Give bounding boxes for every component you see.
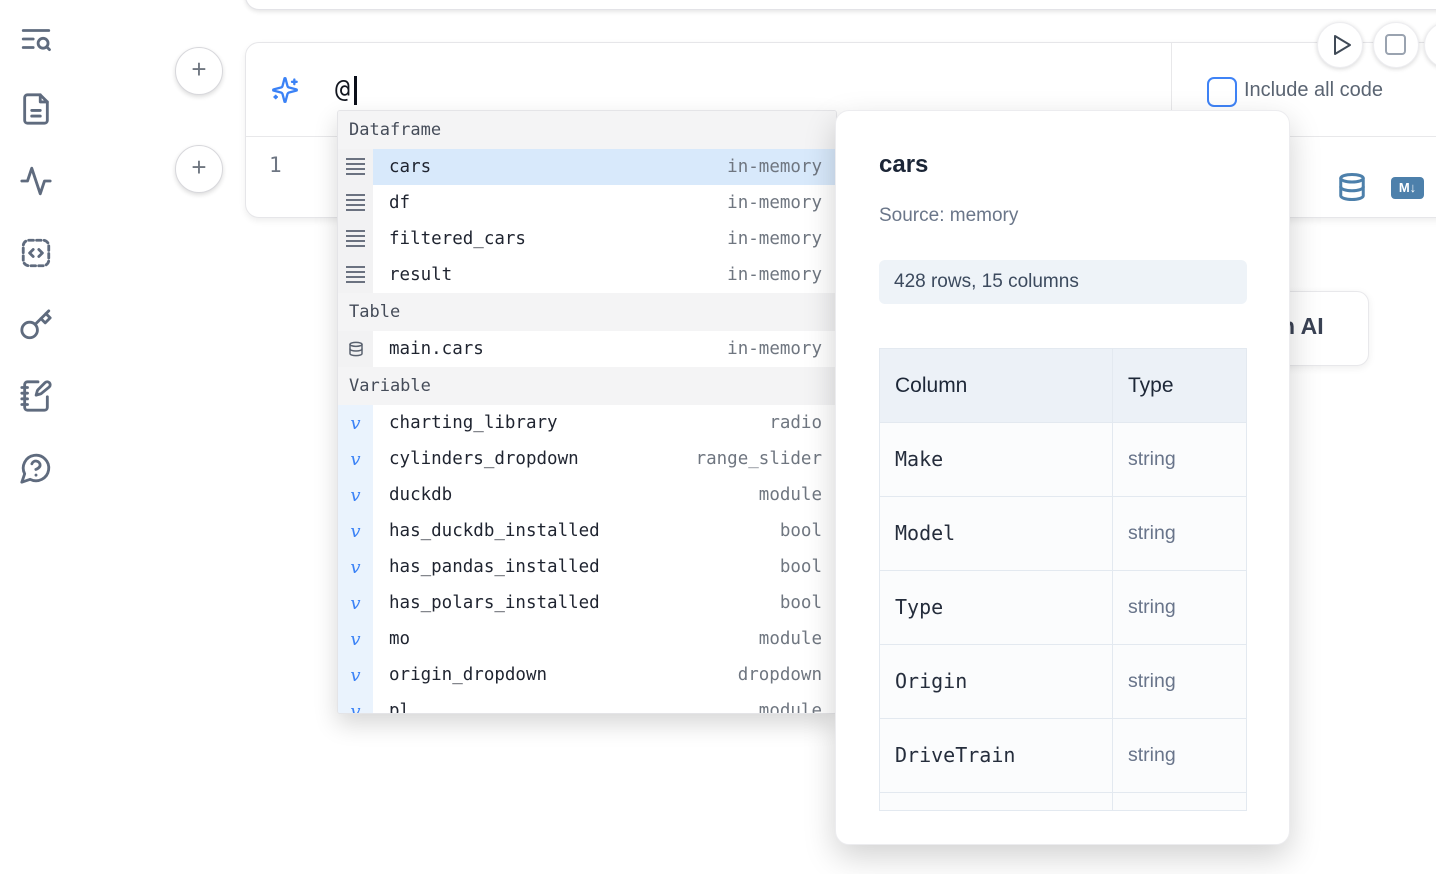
variable-icon: v xyxy=(338,621,373,657)
help-chat-icon[interactable] xyxy=(19,451,53,485)
table-row: Model string xyxy=(880,497,1246,571)
sidebar xyxy=(0,0,72,874)
notebook-pen-icon[interactable] xyxy=(19,379,53,413)
text-search-icon[interactable] xyxy=(19,22,53,56)
table-row: Type string xyxy=(880,571,1246,645)
variable-icon: v xyxy=(338,441,373,477)
table-row: DriveTrain string xyxy=(880,719,1246,793)
markdown-badge[interactable]: M↓ xyxy=(1391,177,1424,199)
preview-source: Source: memory xyxy=(879,205,1019,226)
section-header-variable: Variable xyxy=(338,367,836,405)
add-cell-below-button[interactable]: + xyxy=(175,145,223,193)
table-row: Origin string xyxy=(880,645,1246,719)
preview-title: cars xyxy=(879,151,929,178)
variable-icon: v xyxy=(338,477,373,513)
section-header-dataframe: Dataframe xyxy=(338,111,836,149)
variable-icon: v xyxy=(338,657,373,693)
key-icon[interactable] xyxy=(19,308,53,342)
schema-header-row: Column Type xyxy=(880,349,1246,423)
stop-button[interactable] xyxy=(1373,22,1419,68)
column-header: Column xyxy=(880,349,1113,422)
table-row-clipped xyxy=(880,793,1246,810)
ai-options-divider xyxy=(1171,43,1172,136)
file-text-icon[interactable] xyxy=(19,92,53,126)
stop-icon xyxy=(1385,34,1406,55)
rows-icon xyxy=(338,257,373,293)
include-all-code-checkbox[interactable] xyxy=(1207,77,1237,107)
datasource-icon[interactable] xyxy=(1337,169,1367,205)
variable-icon: v xyxy=(338,585,373,621)
text-caret xyxy=(354,76,357,105)
type-header: Type xyxy=(1128,374,1174,397)
ai-prompt-input[interactable]: @ xyxy=(335,74,351,103)
include-all-code-label: Include all code xyxy=(1244,79,1383,101)
database-icon xyxy=(338,331,373,367)
schema-table: Column Type Make string Model string Typ… xyxy=(879,348,1247,811)
table-row: Make string xyxy=(880,423,1246,497)
run-button[interactable] xyxy=(1317,22,1363,68)
rows-icon xyxy=(338,221,373,257)
variable-icon: v xyxy=(338,405,373,441)
shape-badge: 428 rows, 15 columns xyxy=(879,260,1247,304)
sparkles-icon xyxy=(271,76,299,104)
rows-icon xyxy=(338,185,373,221)
variable-icon: v xyxy=(338,513,373,549)
rows-icon xyxy=(338,149,373,185)
previous-cell-edge xyxy=(245,0,1436,10)
variable-icon: v xyxy=(338,549,373,585)
add-cell-above-button[interactable]: + xyxy=(175,47,223,95)
section-header-table: Table xyxy=(338,293,836,331)
variable-icon: v xyxy=(338,693,373,713)
line-number: 1 xyxy=(269,153,282,177)
code-snippets-icon[interactable] xyxy=(19,236,53,270)
dataframe-preview-panel: cars Source: memory 428 rows, 15 columns… xyxy=(835,110,1290,845)
activity-icon[interactable] xyxy=(19,164,53,198)
